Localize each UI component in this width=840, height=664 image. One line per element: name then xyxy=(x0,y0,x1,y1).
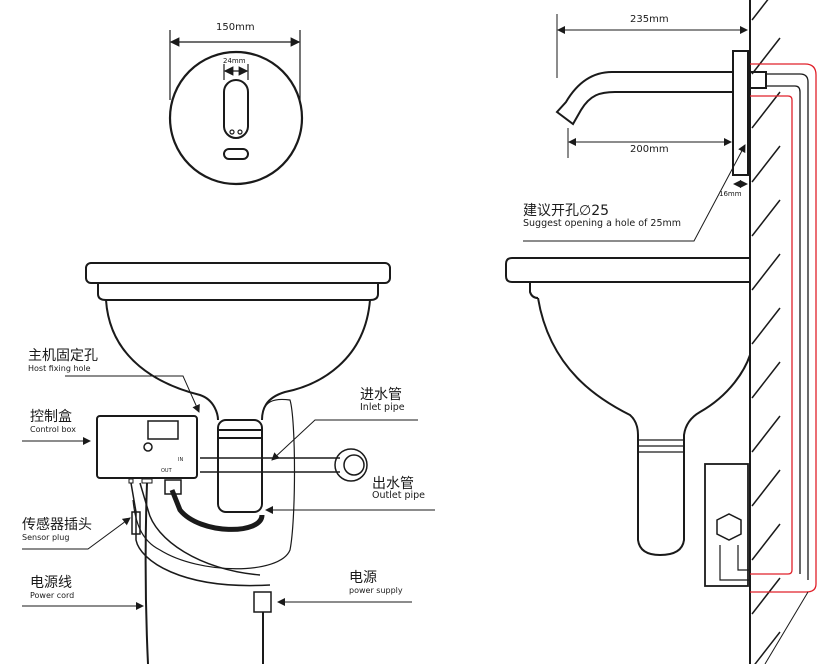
left-basin xyxy=(85,262,391,570)
power-cord-label-zh: 电源线 xyxy=(30,575,72,591)
control-box-label-zh: 控制盒 xyxy=(30,409,72,425)
faucet-spout xyxy=(523,14,767,242)
outlet-label-en: Outlet pipe xyxy=(372,490,425,501)
wall-hatch-line xyxy=(751,0,769,21)
power-supply-label-zh: 电源 xyxy=(349,570,377,586)
host-fixing-label-en: Host fixing hole xyxy=(28,364,91,373)
wall-hatch-line xyxy=(751,415,781,453)
wall-hatch-line xyxy=(751,307,781,345)
inlet-label-zh: 进水管 xyxy=(360,387,402,403)
sensor-dimension: 24mm xyxy=(223,57,246,65)
wall-hatch-line xyxy=(751,253,781,291)
plate-thickness-dimension: 16mm xyxy=(719,190,742,198)
total-length-dimension: 235mm xyxy=(630,14,669,25)
wall-hatch-line xyxy=(751,361,781,399)
wall xyxy=(749,0,781,664)
outlet-label-zh: 出水管 xyxy=(372,476,414,492)
host-fixing-label-zh: 主机固定孔 xyxy=(28,348,98,364)
spout-length-dimension: 200mm xyxy=(630,144,669,155)
sensor-plug-label-zh: 传感器插头 xyxy=(22,517,92,533)
power-supply-label-en: power supply xyxy=(349,586,403,595)
wall-hatch-line xyxy=(751,577,781,615)
box-out-label: OUT xyxy=(161,468,172,474)
power-cord-label-en: Power cord xyxy=(30,591,75,600)
wall-hatch-line xyxy=(751,145,781,183)
inlet-pipe xyxy=(200,448,368,482)
top-view-sensor-plate xyxy=(168,30,304,186)
control-box-label-en: Control box xyxy=(30,425,76,434)
wall-hatch-line xyxy=(751,469,781,507)
wall-hatch-line xyxy=(751,199,781,237)
width-dimension: 150mm xyxy=(216,22,255,33)
sensor-plug-label-en: Sensor plug xyxy=(22,533,70,542)
cables xyxy=(130,482,272,664)
inlet-label-en: Inlet pipe xyxy=(360,402,405,413)
leader-lines xyxy=(22,375,435,610)
hole-label-zh: 建议开孔∅25 xyxy=(523,203,610,219)
wall-hatch-line xyxy=(751,523,781,561)
hole-label-en: Suggest opening a hole of 25mm xyxy=(523,218,682,229)
control-box xyxy=(96,415,198,484)
wall-hatch-line xyxy=(754,631,781,664)
wall-hatch-line xyxy=(751,37,781,75)
wall-pipes xyxy=(750,63,817,664)
box-in-label: IN xyxy=(178,457,184,463)
wall-hatch-line xyxy=(751,91,781,129)
right-basin xyxy=(505,257,751,587)
